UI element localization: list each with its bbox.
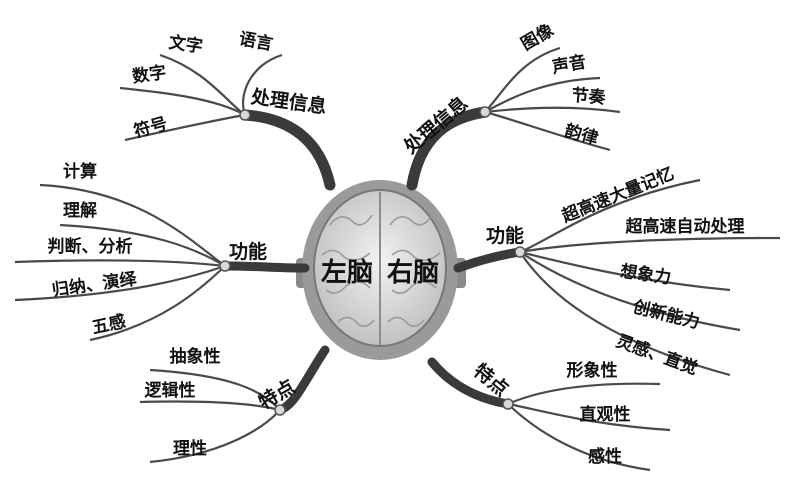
leaf-left-function-4: 归纳、演绎 bbox=[51, 268, 139, 301]
label-right-function: 功能 bbox=[486, 224, 524, 247]
leaf-left-trait-2: 逻辑性 bbox=[145, 380, 196, 401]
sub-branches bbox=[14, 46, 781, 472]
leaf-left-process-2: 语言 bbox=[237, 28, 274, 55]
leaf-right-trait-2: 直观性 bbox=[580, 404, 631, 425]
brain-illustration: 左脑 右脑 bbox=[296, 180, 466, 360]
branch-junctions bbox=[219, 106, 526, 416]
leaf-left-process-4: 符号 bbox=[131, 113, 169, 142]
branch-right-function bbox=[453, 247, 525, 273]
leaf-left-function-1: 计算 bbox=[63, 161, 97, 182]
leaf-right-function-3: 想象力 bbox=[619, 261, 672, 289]
branch-left-process bbox=[239, 109, 336, 191]
branch-right-process bbox=[406, 106, 491, 191]
leaf-right-function-5: 灵感、直觉 bbox=[613, 330, 700, 379]
leaf-right-trait-3: 感性 bbox=[588, 446, 622, 467]
leaf-left-trait-3: 理性 bbox=[173, 438, 207, 459]
leaf-left-process-3: 数字 bbox=[131, 62, 168, 88]
leaf-left-function-5: 五感 bbox=[90, 311, 128, 339]
leaf-right-function-2: 超高速自动处理 bbox=[626, 216, 745, 237]
leaf-left-trait-1: 抽象性 bbox=[170, 346, 221, 367]
leaf-right-process-4: 韵律 bbox=[562, 120, 600, 149]
label-right-process: 处理信息 bbox=[399, 92, 473, 159]
leaf-left-function-3: 判断、分析 bbox=[48, 236, 133, 257]
brain-folds bbox=[321, 214, 441, 328]
center-title-right: 右脑 bbox=[387, 258, 439, 288]
center-title-left: 左脑 bbox=[321, 258, 373, 288]
leaf-right-process-2: 声音 bbox=[549, 51, 587, 78]
branch-right-trait bbox=[427, 357, 513, 409]
leaf-left-process-1: 文字 bbox=[167, 32, 204, 58]
leaf-right-trait-1: 形象性 bbox=[567, 360, 618, 381]
leaf-left-function-2: 理解 bbox=[63, 200, 97, 221]
label-left-function: 功能 bbox=[229, 240, 267, 263]
leaf-right-process-3: 节奏 bbox=[571, 85, 608, 109]
leaf-right-function-4: 创新能力 bbox=[630, 296, 702, 333]
branch-left-function bbox=[220, 261, 310, 273]
